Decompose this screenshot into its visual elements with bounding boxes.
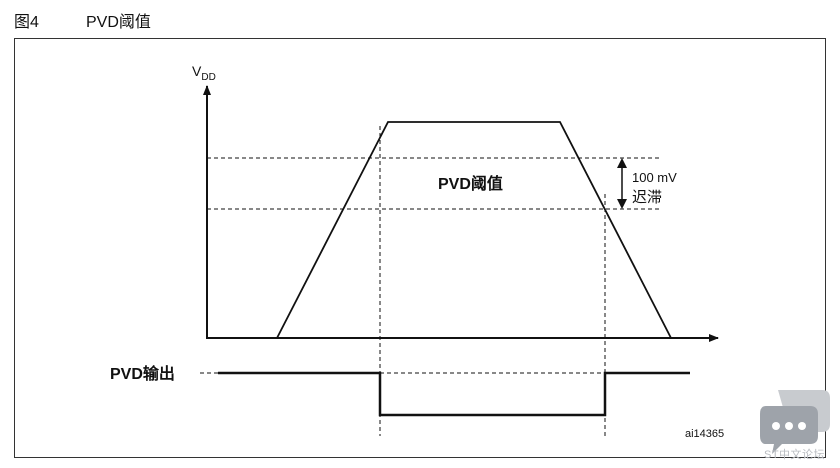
y-axis-label: VDD [192, 63, 216, 83]
watermark-text: ST中文论坛 [764, 449, 826, 461]
diagram-frame [14, 38, 826, 458]
vdd-waveform [276, 121, 672, 339]
hysteresis-value: 100 mV [632, 170, 677, 185]
pvd-output-label: PVD输出 [110, 364, 175, 383]
hysteresis-label: 迟滞 [632, 189, 662, 206]
threshold-label: PVD阈值 [438, 174, 503, 193]
figure-number: 图4 [14, 14, 39, 31]
hysteresis-arrow-top-icon [617, 158, 627, 168]
hysteresis-arrow-bottom-icon [617, 199, 627, 209]
pvd-output-waveform [218, 371, 690, 417]
chat-bubble-icon [760, 390, 830, 454]
figure-caption: 图4 PVD阈值 [14, 8, 151, 31]
figure-title: PVD阈值 [86, 14, 151, 31]
figure-id: ai14365 [685, 428, 724, 440]
